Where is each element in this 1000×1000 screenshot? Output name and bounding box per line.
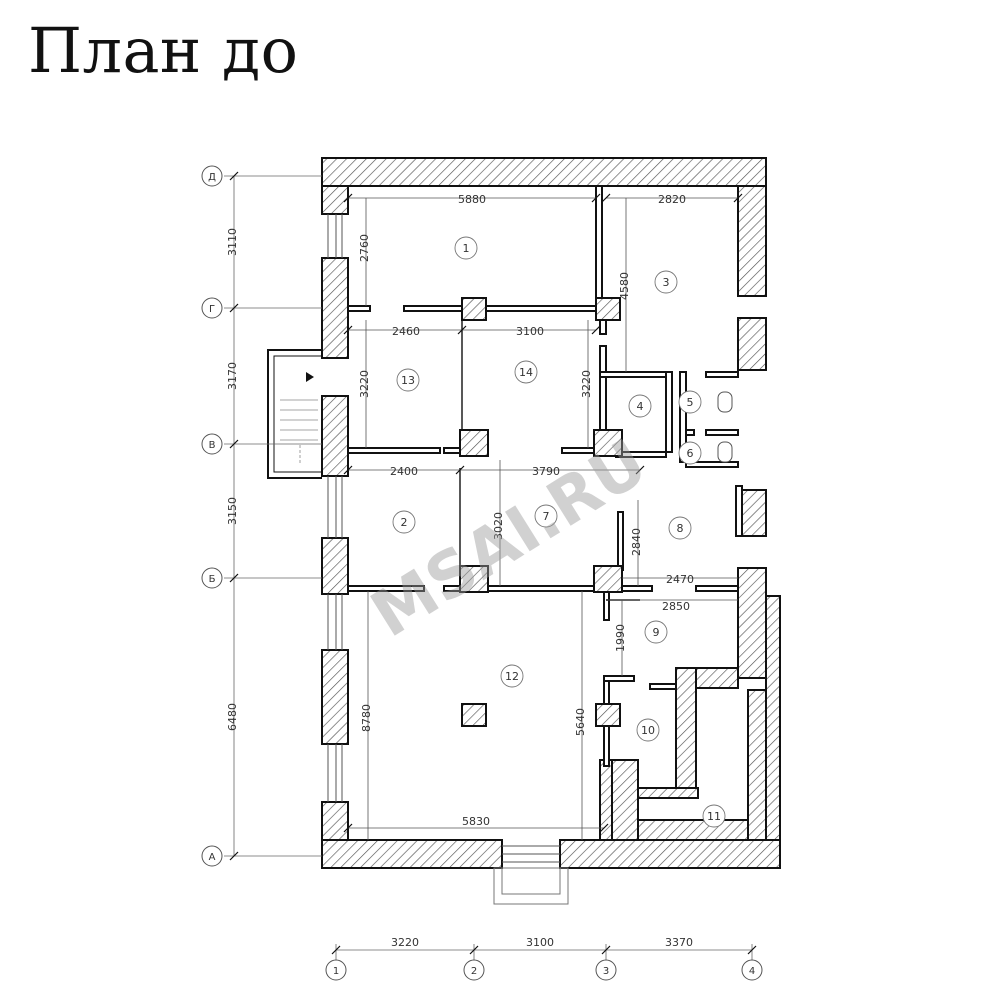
dimension-label: 2470 xyxy=(666,573,694,586)
axis-lines xyxy=(224,175,753,962)
col-span-label: 3220 xyxy=(391,936,419,949)
room-number: 6 xyxy=(687,447,694,460)
axis-col-label: 1 xyxy=(333,966,339,977)
dimension-label: 5830 xyxy=(462,815,490,828)
dimension-label: 2820 xyxy=(658,193,686,206)
row-span-label: 3110 xyxy=(226,228,239,256)
dimension-label: 2400 xyxy=(390,465,418,478)
room-number: 9 xyxy=(653,626,660,639)
axis-col-label: 3 xyxy=(603,966,609,977)
dimension-label: 5880 xyxy=(458,193,486,206)
dimension-label: 8780 xyxy=(360,704,373,732)
dimension-label: 2840 xyxy=(630,528,643,556)
axis-row-label: Г xyxy=(209,304,215,315)
room-number: 13 xyxy=(401,374,415,387)
dimension-label: 3220 xyxy=(358,370,371,398)
row-span-label: 3150 xyxy=(226,497,239,525)
windows xyxy=(327,214,560,863)
dimension-label: 1990 xyxy=(614,624,627,652)
room-number: 2 xyxy=(401,516,408,529)
side-entrance xyxy=(267,349,322,479)
dimension-label: 2460 xyxy=(392,325,420,338)
room-number: 3 xyxy=(663,276,670,289)
room-number: 4 xyxy=(637,400,644,413)
dimension-label: 5640 xyxy=(574,708,587,736)
axis-row-label: Б xyxy=(209,574,216,585)
dimension-label: 4580 xyxy=(618,272,631,300)
axis-markers xyxy=(201,165,763,981)
dimension-ticks xyxy=(343,193,743,833)
dimension-lines xyxy=(348,197,738,840)
room-number: 5 xyxy=(687,396,694,409)
room-number: 14 xyxy=(519,366,533,379)
axis-col-label: 2 xyxy=(471,966,477,977)
axis-row-label: Д xyxy=(208,172,216,183)
exterior-walls xyxy=(321,157,781,869)
dimension-label: 3020 xyxy=(492,512,505,540)
room-number: 10 xyxy=(641,724,655,737)
room-number: 8 xyxy=(677,522,684,535)
page-title: План до xyxy=(28,14,299,87)
dimension-label: 2850 xyxy=(662,600,690,613)
dimension-label: 3100 xyxy=(516,325,544,338)
axis-col-label: 4 xyxy=(749,966,755,977)
toilet-fixtures xyxy=(717,391,733,463)
axis-row-label: А xyxy=(209,852,216,863)
room-markers xyxy=(392,236,726,828)
dimension-label: 2760 xyxy=(358,234,371,262)
columns xyxy=(459,297,623,727)
col-span-label: 3100 xyxy=(526,936,554,949)
row-span-label: 6480 xyxy=(226,703,239,731)
axis-row-label: В xyxy=(209,440,216,451)
dimension-label: 3790 xyxy=(532,465,560,478)
room-number: 12 xyxy=(505,670,519,683)
entrance-porch xyxy=(493,867,569,905)
watermark: MSAI.RU xyxy=(359,426,660,652)
dimension-label: 3220 xyxy=(580,370,593,398)
room-number: 7 xyxy=(543,510,550,523)
room-number: 1 xyxy=(463,242,470,255)
room-number: 11 xyxy=(707,810,721,823)
row-span-label: 3170 xyxy=(226,362,239,390)
col-span-label: 3370 xyxy=(665,936,693,949)
